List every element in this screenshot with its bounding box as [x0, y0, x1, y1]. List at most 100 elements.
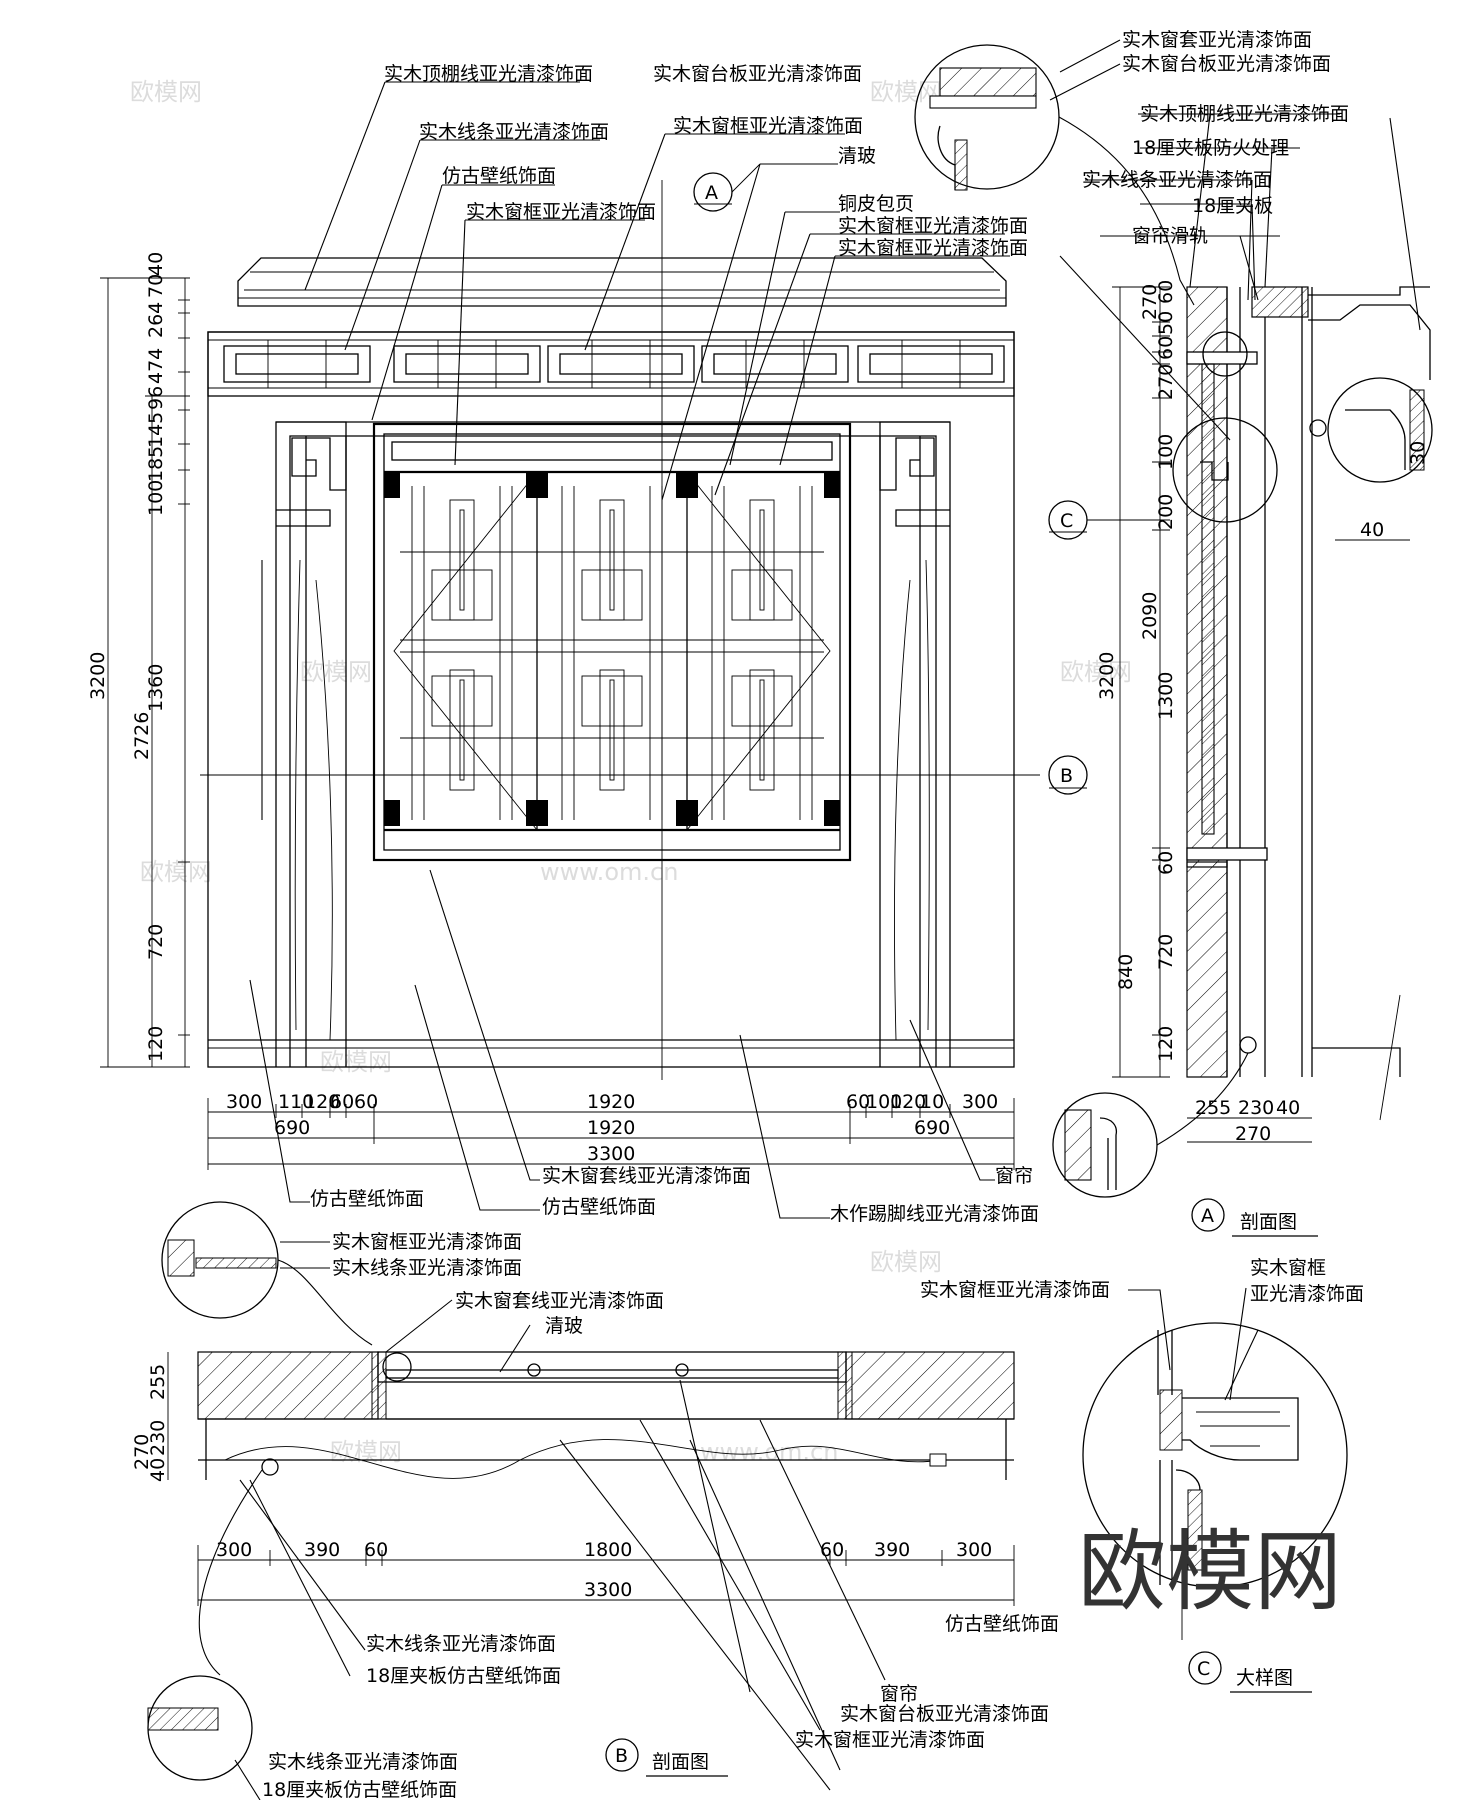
note-label: 实木线条亚光清漆饰面 [419, 121, 609, 143]
dim-stack: 60 [1155, 851, 1177, 875]
dim-row2: 690 [274, 1117, 310, 1139]
dim-stack: 185 [145, 446, 167, 482]
cut-mark-letter: A [705, 182, 718, 204]
elevation-left-dimensions: 3200 2726 474 264 70 40 96 145 185 100 1… [87, 252, 190, 1068]
note-label: 18厘夹板仿古壁纸饰面 [366, 1665, 561, 1687]
dim-row1: 110 [278, 1091, 314, 1113]
watermark: 欧模网 [130, 78, 202, 106]
note-label: 仿古壁纸饰面 [542, 1196, 656, 1218]
note-label: 实木窗框亚光清漆饰面 [673, 115, 863, 137]
dim-stack: 720 [1155, 934, 1177, 970]
dim-stack: 96 [145, 386, 167, 410]
watermark: 欧模网 [870, 1248, 942, 1276]
dim-row1: 300 [962, 1091, 998, 1113]
note-label: 实木窗框亚光清漆饰面 [332, 1231, 522, 1253]
lattice-window [372, 180, 852, 1080]
watermark: www.om.cn [540, 858, 678, 886]
note-label: 实木顶棚线亚光清漆饰面 [1140, 103, 1349, 125]
dim-row1: 300 [956, 1539, 992, 1561]
dim-stack: 474 [145, 348, 167, 384]
dim-sub: 2726 [131, 712, 153, 760]
dim-total: 3200 [87, 652, 109, 700]
dim-stack: 255 [147, 1364, 169, 1400]
dim-bottom-total: 270 [1235, 1123, 1271, 1145]
note-label: 实木线条亚光清漆饰面 [268, 1751, 458, 1773]
note-label: 清玻 [838, 145, 876, 167]
watermark: 欧模网 [140, 858, 212, 886]
dim-stack: 840 [1115, 954, 1137, 990]
dim-stack: 270 [131, 1434, 153, 1470]
dim-stack: 40 [145, 252, 167, 276]
section-mark: C [1197, 1658, 1210, 1680]
dim-stack: 100 [1155, 434, 1177, 470]
dim-stack: 120 [1155, 1026, 1177, 1062]
frieze-panels [223, 340, 1005, 388]
watermark: 欧模网 [300, 658, 372, 686]
elevation-bottom-dimensions: 300 110 120 60 60 1920 60 100 120 10 300… [207, 1091, 1015, 1170]
section-mark: B [615, 1745, 628, 1767]
note-label: 窗帘滑轨 [1132, 225, 1208, 247]
dim-total: 3200 [1096, 652, 1118, 700]
detail-c: 实木窗框亚光清漆饰面 实木窗框 亚光清漆饰面 C 大样图 [920, 1257, 1364, 1693]
note-label: 亚光清漆饰面 [1250, 1283, 1364, 1305]
note-label: 窗帘 [995, 1165, 1033, 1187]
front-elevation [200, 180, 1040, 1080]
dim-stack: 145 [145, 412, 167, 448]
dim-stack: 40 [147, 1458, 169, 1482]
dim-stack: 100 [145, 480, 167, 516]
note-label: 实木线条亚光清漆饰面 [366, 1633, 556, 1655]
note-label: 仿古壁纸饰面 [442, 165, 556, 187]
dim-bottom: 230 [1238, 1097, 1274, 1119]
section-title: 剖面图 [652, 1751, 709, 1773]
note-label: 实木线条亚光清漆饰面 [332, 1257, 522, 1279]
dim-row1: 60 [330, 1091, 354, 1113]
note-label: 实木窗台板亚光清漆饰面 [840, 1703, 1049, 1725]
site-logo: 欧模网 [1078, 1520, 1342, 1623]
dim-stack: 60 [1155, 280, 1177, 304]
dim-row1: 120 [890, 1091, 926, 1113]
dim-stack: 70 [145, 274, 167, 298]
dim-stack: 2090 [1139, 592, 1161, 640]
section-mark: A [1201, 1205, 1214, 1227]
note-label: 18厘夹板 [1192, 195, 1273, 217]
note-label: 仿古壁纸饰面 [310, 1188, 424, 1210]
cut-mark-c: C [1048, 500, 1170, 540]
dim-stack: 230 [147, 1420, 169, 1456]
watermark: 欧模网 [320, 1048, 392, 1076]
dim-bottom: 255 [1195, 1097, 1231, 1119]
section-a: 3200 270 60 50 60 270 100 200 2090 1300 … [914, 29, 1433, 1237]
dim-stack: 1360 [145, 664, 167, 712]
note-label: 实木窗框亚光清漆饰面 [920, 1279, 1110, 1301]
section-b: 300 390 60 1800 60 390 300 3300 255 270 … [131, 1201, 1059, 1800]
dim-row1: 60 [846, 1091, 870, 1113]
elevation-labels: 实木顶棚线亚光清漆饰面 实木线条亚光清漆饰面 仿古壁纸饰面 实木窗框亚光清漆饰面… [310, 63, 1039, 1225]
dim-stack: 270 [1139, 284, 1161, 320]
cut-mark-letter: C [1060, 510, 1073, 532]
dim-stack: 50 [1155, 311, 1177, 335]
dim-row1: 100 [866, 1091, 902, 1113]
note-label: 木作踢脚线亚光清漆饰面 [830, 1203, 1039, 1225]
window-casing [208, 421, 1014, 1067]
note-label: 18厘夹板仿古壁纸饰面 [262, 1779, 457, 1800]
note-label: 实木窗框亚光清漆饰面 [838, 215, 1028, 237]
dim-row1: 10 [920, 1091, 944, 1113]
cut-mark-letter: B [1060, 765, 1073, 787]
note-label: 窗帘 [880, 1683, 918, 1705]
dim-row1: 300 [216, 1539, 252, 1561]
note-label: 实木线条亚光清漆饰面 [1082, 169, 1272, 191]
watermark-layer: 欧模网 欧模网 欧模网 欧模网 欧模网 欧模网 欧模网 欧模网 www.om.c… [130, 78, 1132, 1466]
note-label: 实木窗台板亚光清漆饰面 [1122, 53, 1331, 75]
dim-stack: 120 [145, 1026, 167, 1062]
dim-stack: 60 [1155, 336, 1177, 360]
note-label: 实木窗台板亚光清漆饰面 [653, 63, 862, 85]
note-label: 18厘夹板防火处理 [1132, 137, 1289, 159]
note-label: 仿古壁纸饰面 [945, 1613, 1059, 1635]
dim-row1: 1920 [587, 1091, 635, 1113]
elevation-leaders [249, 81, 1010, 1219]
dim-detail: 40 [1360, 519, 1384, 541]
dim-row1: 300 [226, 1091, 262, 1113]
dim-stack: 270 [1155, 364, 1177, 400]
note-label: 实木窗套线亚光清漆饰面 [455, 1290, 664, 1312]
dim-bottom: 40 [1276, 1097, 1300, 1119]
